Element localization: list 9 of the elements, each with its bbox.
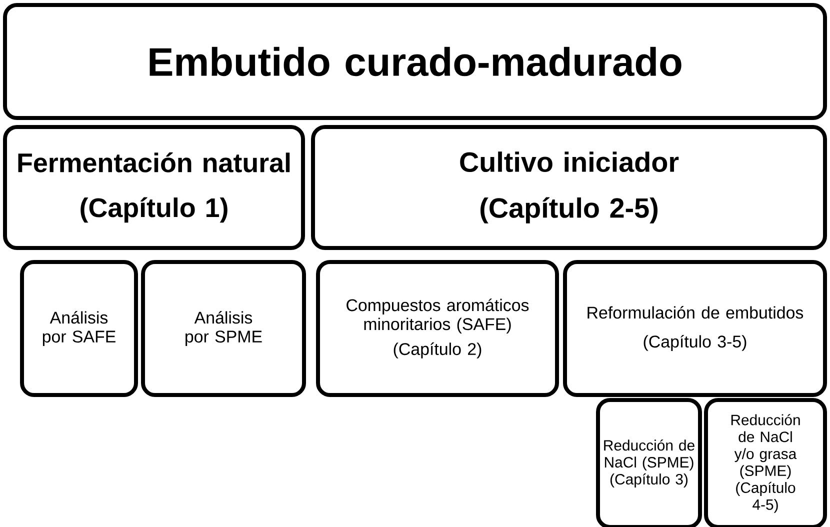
text-box: Fermentación natural (Capítulo 1) xyxy=(3,125,305,250)
text-box: Reducción de NaCl y/o grasa (SPME) (Capítulo 4-5) xyxy=(704,398,827,527)
text-box: Análisis por SAFE xyxy=(20,260,138,397)
text-box: Análisis por SPME xyxy=(141,260,306,397)
text-box: Compuestos aromáticos minoritarios (SAFE) (Capítulo 2) xyxy=(316,260,559,397)
text-box: Reformulación de embutidos (Capítulo 3-5) xyxy=(563,260,827,397)
text-box: Cultivo iniciador (Capítulo 2-5) xyxy=(311,125,827,250)
text-box: Reducción de NaCl (SPME) (Capítulo 3) xyxy=(596,398,702,527)
text-box: Embutido curado-madurado xyxy=(3,3,827,120)
